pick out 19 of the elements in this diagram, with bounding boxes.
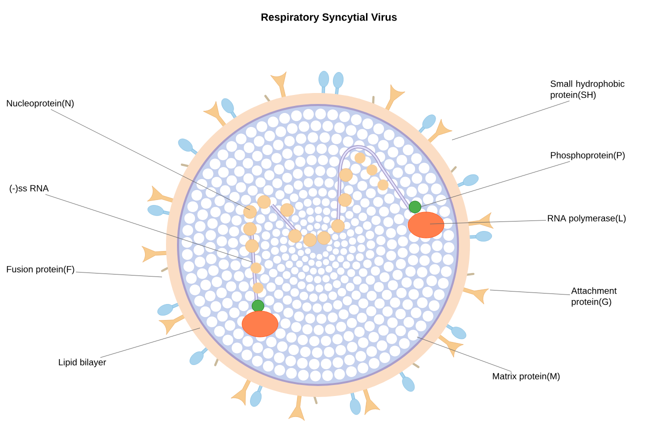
callout-label: Lipid bilayer	[58, 358, 106, 368]
leader-line	[430, 220, 546, 224]
leader-line	[490, 290, 570, 296]
leader-line	[45, 194, 252, 262]
leader-line	[420, 161, 570, 208]
leader-line	[50, 109, 250, 210]
leader-line	[416, 336, 512, 372]
callout-label: RNA polymerase(L)	[548, 214, 626, 224]
callout-label: Nucleoprotein(N)	[6, 100, 74, 108]
leader-line	[452, 100, 570, 140]
callout-label: (-)ss RNA	[10, 184, 49, 194]
callout-label: Phosphoprotein(P)	[550, 152, 625, 160]
callout-label: Attachment protein(G)	[571, 287, 617, 307]
callout-label: Fusion protein(F)	[6, 266, 74, 274]
callout-label: Small hydrophobic protein(SH)	[550, 80, 624, 100]
callout-label: Matrix protein(M)	[492, 372, 560, 382]
leader-line	[76, 272, 162, 278]
leader-line	[100, 328, 200, 358]
title: Respiratory Syncytial Virus	[262, 13, 397, 23]
